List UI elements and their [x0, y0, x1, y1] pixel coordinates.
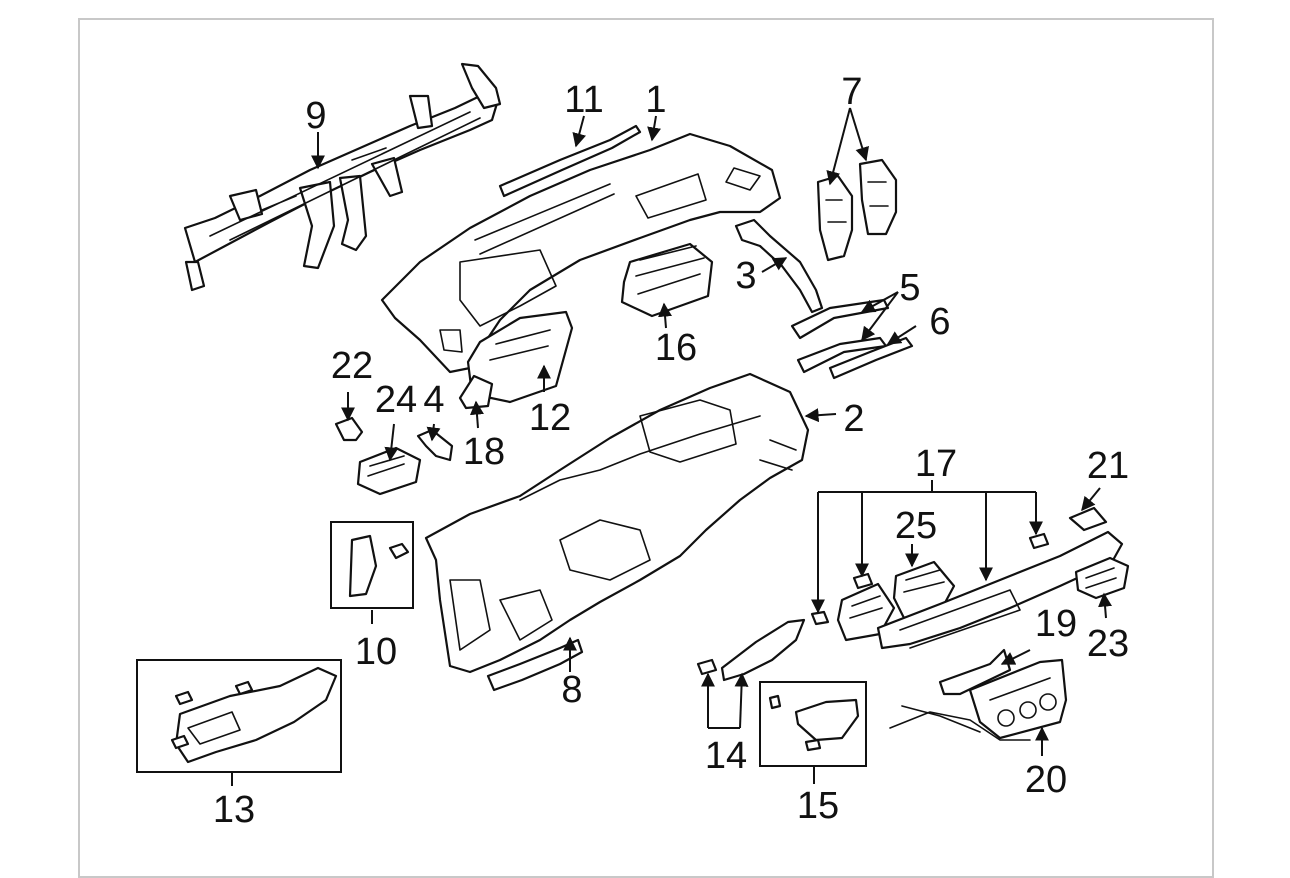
callout-4: 4	[423, 379, 444, 421]
callout-2: 2	[843, 398, 864, 440]
switch-panel-part	[938, 648, 1012, 696]
cluster-bezel-part	[466, 310, 574, 404]
callout-21: 21	[1087, 445, 1129, 487]
dash-support-beam-part	[183, 62, 502, 292]
callout-18: 18	[463, 431, 505, 473]
callout-23: 23	[1087, 623, 1129, 665]
callout-labels: 1 2 3 4 5 6 7 8 9 10 11 12 13 14 15 16 1…	[213, 71, 1129, 831]
callout-22: 22	[331, 345, 373, 387]
callout-20: 20	[1025, 759, 1067, 801]
callout-10: 10	[355, 631, 397, 673]
lower-trim-part	[486, 638, 584, 692]
callout-5: 5	[899, 267, 920, 309]
instrument-panel-part	[424, 372, 810, 674]
callout-6: 6	[929, 301, 950, 343]
callout-11: 11	[564, 79, 603, 121]
callout-16: 16	[655, 327, 697, 369]
callout-12: 12	[529, 397, 571, 439]
callout-7: 7	[841, 71, 862, 113]
callout-8: 8	[561, 669, 582, 711]
panel-cover-box	[330, 521, 414, 609]
callout-15: 15	[797, 785, 839, 827]
small-clip-part	[334, 416, 364, 442]
glovebox-liner-box	[759, 681, 867, 767]
side-vent-part	[356, 446, 422, 496]
climate-control-part	[889, 658, 1068, 741]
callout-13: 13	[213, 789, 255, 831]
glovebox-door-part	[696, 618, 806, 682]
callout-3: 3	[735, 255, 756, 297]
callout-9: 9	[305, 95, 326, 137]
callout-19: 19	[1035, 603, 1077, 645]
leader-lines	[231, 107, 1113, 786]
center-bezel-part	[876, 506, 1130, 650]
side-bracket-part	[816, 158, 898, 262]
duct-part	[734, 218, 824, 314]
switch-part	[458, 374, 494, 410]
callout-24: 24	[375, 379, 417, 421]
callout-25: 25	[895, 505, 937, 547]
bracket-part	[416, 428, 454, 462]
callout-17: 17	[915, 443, 957, 485]
dash-upper-panel-part	[380, 132, 782, 374]
callout-14: 14	[705, 735, 747, 777]
defroster-strip-part	[498, 124, 642, 198]
callout-1: 1	[645, 79, 666, 121]
airbag-module-part	[620, 242, 714, 318]
console-box	[136, 659, 342, 773]
